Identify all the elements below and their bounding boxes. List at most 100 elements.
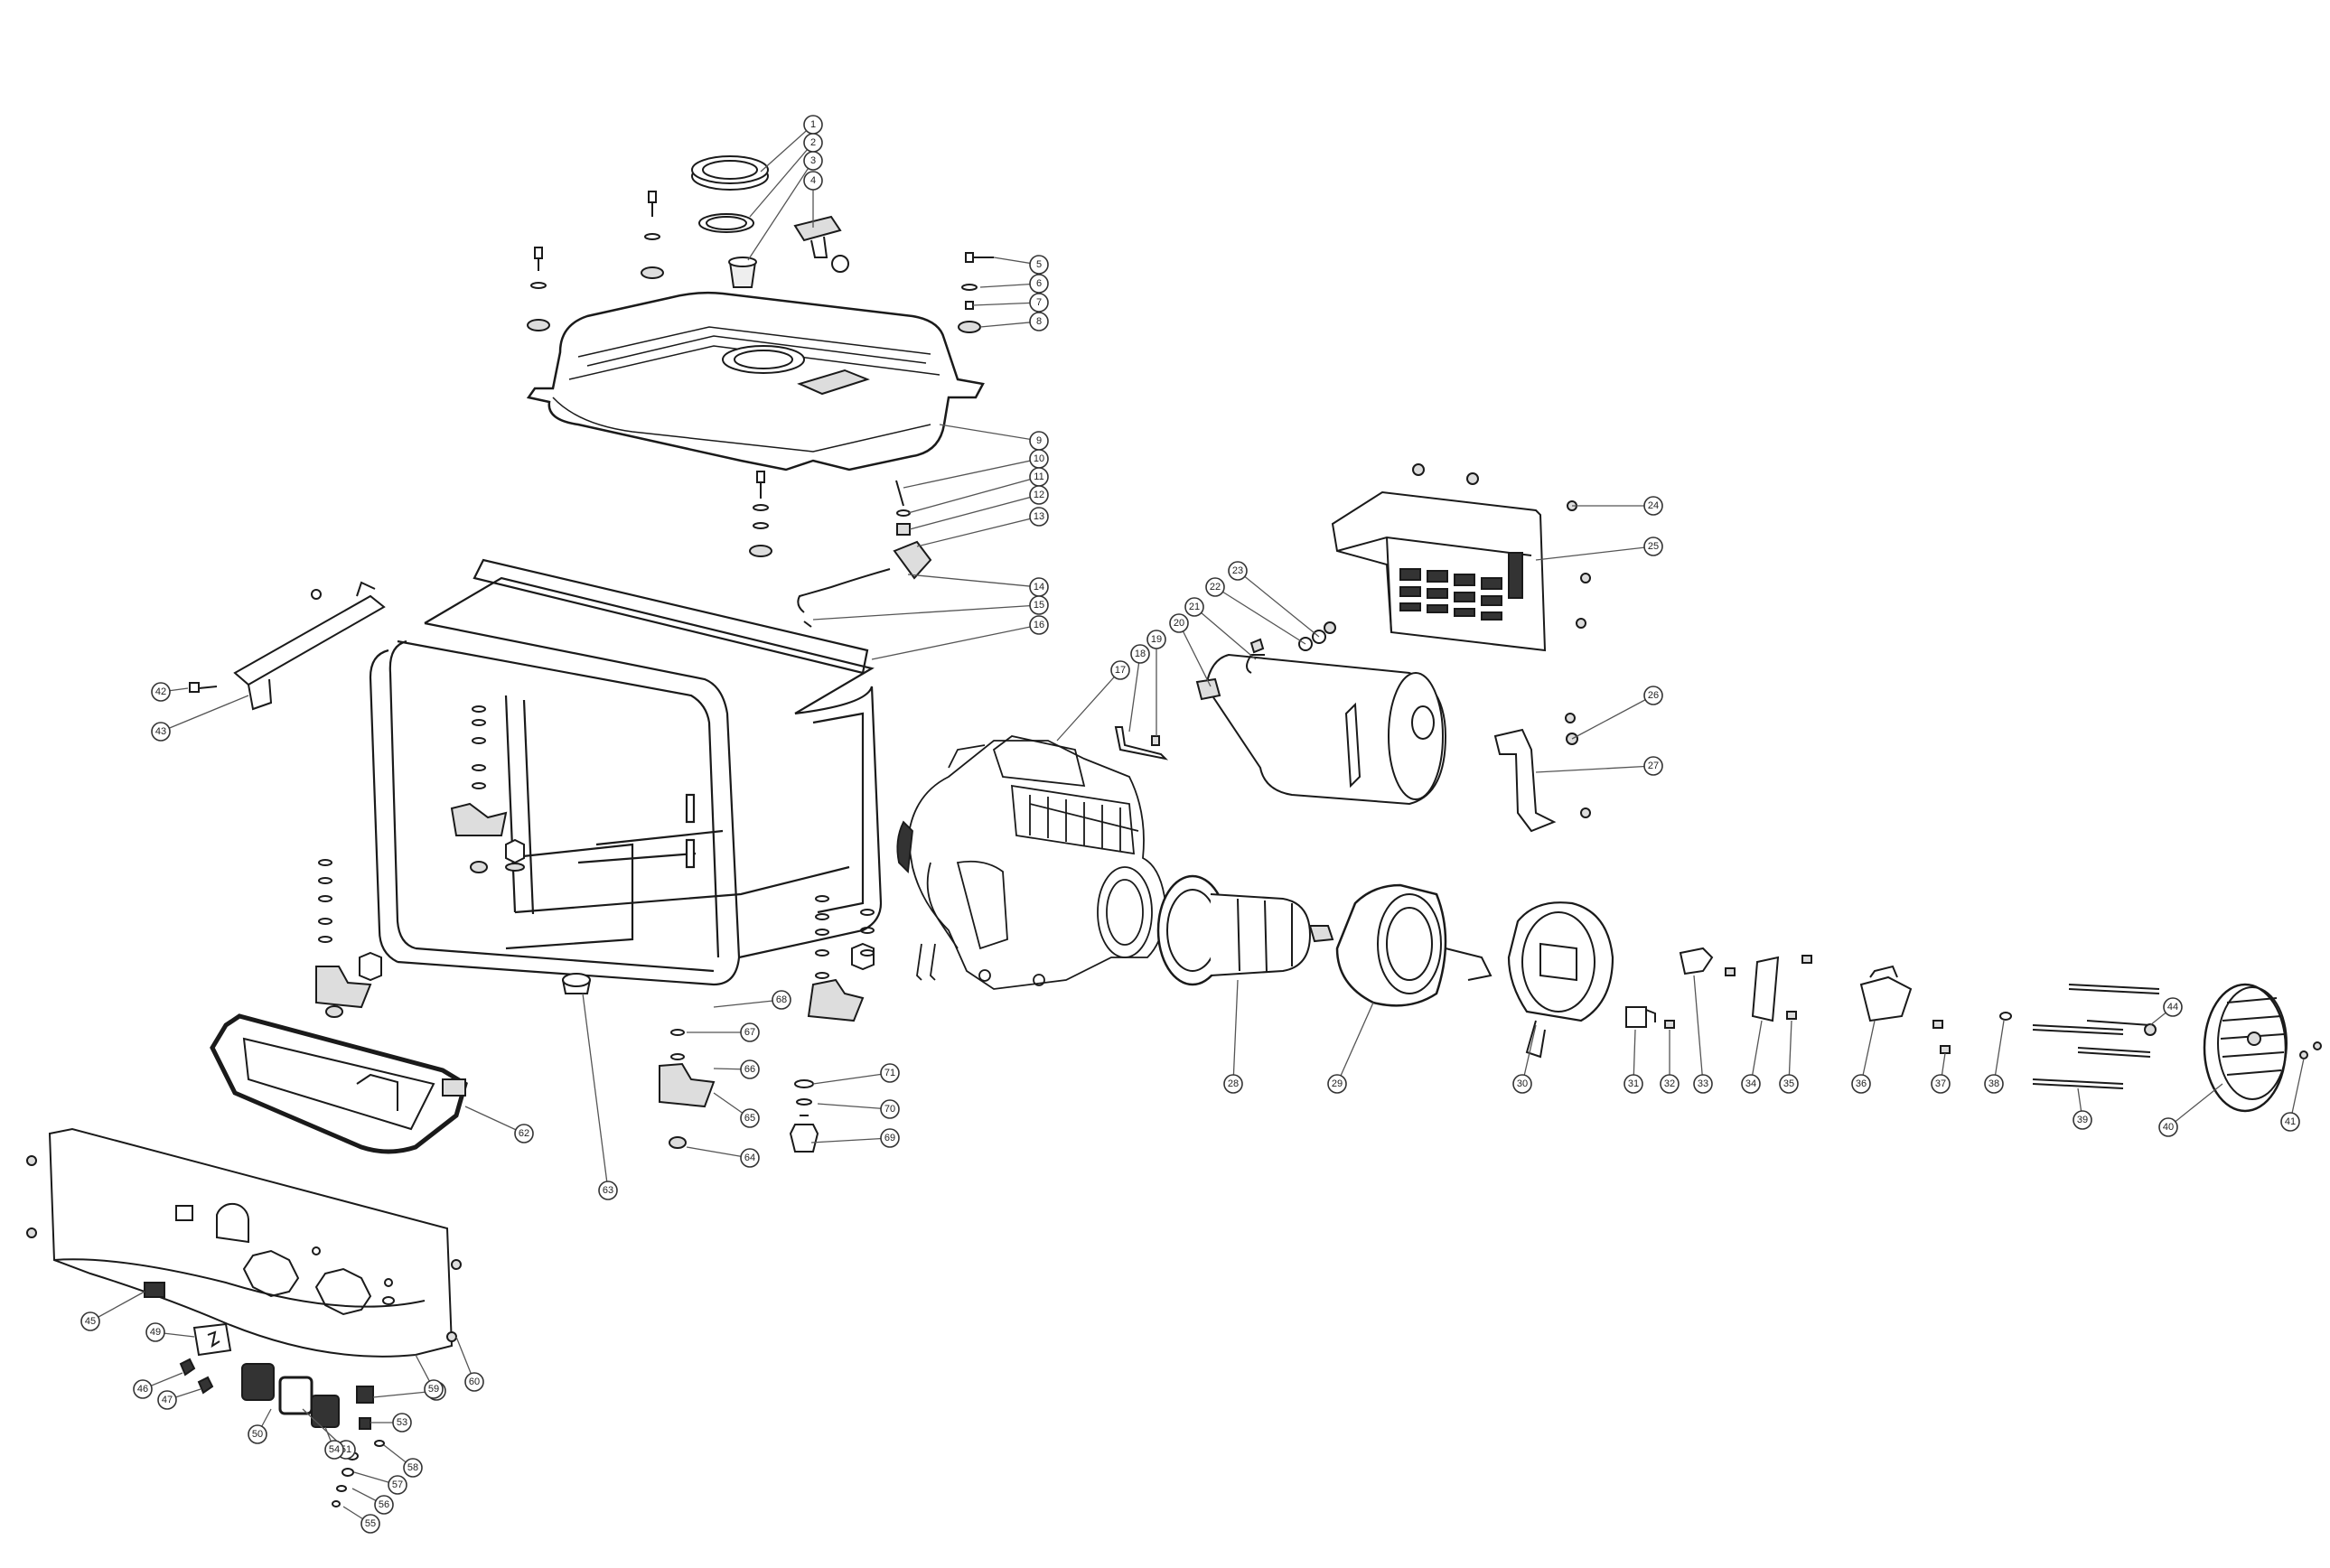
callout-ring xyxy=(1029,615,1049,635)
part-callout: 36 xyxy=(1851,1074,1871,1094)
leader-line xyxy=(1056,669,1121,742)
callout-ring xyxy=(1931,1074,1951,1094)
callout-ring xyxy=(1693,1074,1713,1094)
callout-ring xyxy=(151,722,171,742)
part-callout: 33 xyxy=(1693,1074,1713,1094)
leader-line xyxy=(760,124,814,173)
callout-number: 67 xyxy=(744,1027,755,1038)
callout-number: 19 xyxy=(1151,634,1162,645)
callout-ring xyxy=(1205,577,1225,597)
part-callout: 53 xyxy=(392,1413,412,1433)
callout-number: 15 xyxy=(1034,600,1044,611)
callout-number: 35 xyxy=(1783,1078,1794,1089)
leader-line xyxy=(871,624,1040,660)
leader-line xyxy=(907,574,1040,588)
leader-line xyxy=(1860,1020,1876,1085)
callout-ring xyxy=(145,1322,165,1342)
callout-ring xyxy=(880,1099,900,1119)
part-callout: 69 xyxy=(880,1128,900,1148)
callout-ring xyxy=(1029,255,1049,275)
callout-ring xyxy=(1660,1074,1680,1094)
leader-line xyxy=(1788,1020,1792,1085)
callout-number: 2 xyxy=(810,137,816,148)
callout-ring xyxy=(1029,507,1049,527)
tank-fasteners xyxy=(527,191,994,557)
part-callout: 9 xyxy=(1029,431,1049,451)
callout-number: 25 xyxy=(1648,541,1659,552)
part-callout: 8 xyxy=(1029,312,1049,331)
part-callout: 64 xyxy=(740,1148,760,1168)
callout-number: 53 xyxy=(397,1417,407,1428)
callout-ring xyxy=(880,1128,900,1148)
leader-line xyxy=(810,1137,891,1143)
callout-ring xyxy=(1228,561,1248,581)
callout-number: 23 xyxy=(1232,565,1243,576)
callout-number: 47 xyxy=(162,1395,173,1405)
fuel-cap xyxy=(691,155,769,191)
callout-ring xyxy=(80,1311,100,1331)
part-callout: 41 xyxy=(2280,1112,2300,1132)
part-callout: 24 xyxy=(1643,496,1663,516)
callout-number: 45 xyxy=(85,1316,96,1327)
callout-ring xyxy=(740,1022,760,1042)
fuel-tank xyxy=(526,291,985,471)
rear-bracket xyxy=(1493,713,1591,833)
leader-line xyxy=(909,494,1040,530)
leader-line xyxy=(686,1146,751,1159)
callout-ring xyxy=(1146,630,1166,649)
part-callout: 34 xyxy=(1741,1074,1761,1094)
callout-number: 22 xyxy=(1210,582,1221,593)
leader-line xyxy=(749,142,814,218)
callout-ring xyxy=(1643,756,1663,776)
leader-line xyxy=(582,993,609,1191)
callout-number: 17 xyxy=(1115,665,1126,676)
stator xyxy=(1335,883,1493,1007)
part-callout: 37 xyxy=(1931,1074,1951,1094)
leader-line xyxy=(817,1103,891,1110)
callout-ring xyxy=(1643,496,1663,516)
callout-number: 55 xyxy=(365,1518,376,1529)
part-callout: 13 xyxy=(1029,507,1049,527)
callout-ring xyxy=(772,990,791,1010)
callout-number: 50 xyxy=(252,1429,263,1440)
callout-ring xyxy=(403,1458,423,1478)
part-callout: 28 xyxy=(1223,1074,1243,1094)
part-callout: 26 xyxy=(1643,686,1663,705)
callout-number: 60 xyxy=(469,1377,480,1387)
callout-ring xyxy=(740,1148,760,1168)
callout-ring xyxy=(740,1059,760,1079)
callout-number: 37 xyxy=(1935,1078,1946,1089)
callout-number: 34 xyxy=(1745,1078,1756,1089)
callout-number: 63 xyxy=(603,1185,613,1196)
part-callout: 42 xyxy=(151,682,171,702)
leader-line xyxy=(1535,546,1654,561)
part-callout: 39 xyxy=(2073,1110,2092,1130)
callout-ring xyxy=(1029,293,1049,313)
fuel-gauge xyxy=(793,215,849,273)
callout-ring xyxy=(1029,312,1049,331)
leader-line xyxy=(812,604,1040,621)
part-callout: 47 xyxy=(157,1390,177,1410)
callout-ring xyxy=(1130,644,1150,664)
part-callout: 4 xyxy=(803,171,823,191)
electrical-parts xyxy=(1625,947,1951,1054)
leader-line xyxy=(939,424,1040,442)
leader-line xyxy=(747,160,814,261)
callout-ring xyxy=(392,1413,412,1433)
callout-ring xyxy=(133,1379,153,1399)
callout-number: 68 xyxy=(776,994,787,1005)
callout-number: 56 xyxy=(379,1499,389,1510)
callout-number: 71 xyxy=(884,1068,895,1078)
callout-number: 6 xyxy=(1036,278,1042,289)
part-callout: 70 xyxy=(880,1099,900,1119)
part-callout: 6 xyxy=(1029,274,1049,294)
callout-number: 9 xyxy=(1036,435,1042,446)
callout-number: 30 xyxy=(1517,1078,1528,1089)
part-callout: 63 xyxy=(598,1181,618,1200)
leader-line xyxy=(1178,622,1212,687)
callout-ring xyxy=(1643,686,1663,705)
part-callout: 2 xyxy=(803,133,823,153)
callout-number: 29 xyxy=(1332,1078,1343,1089)
leader-line xyxy=(972,302,1040,306)
callout-ring xyxy=(1110,660,1130,680)
